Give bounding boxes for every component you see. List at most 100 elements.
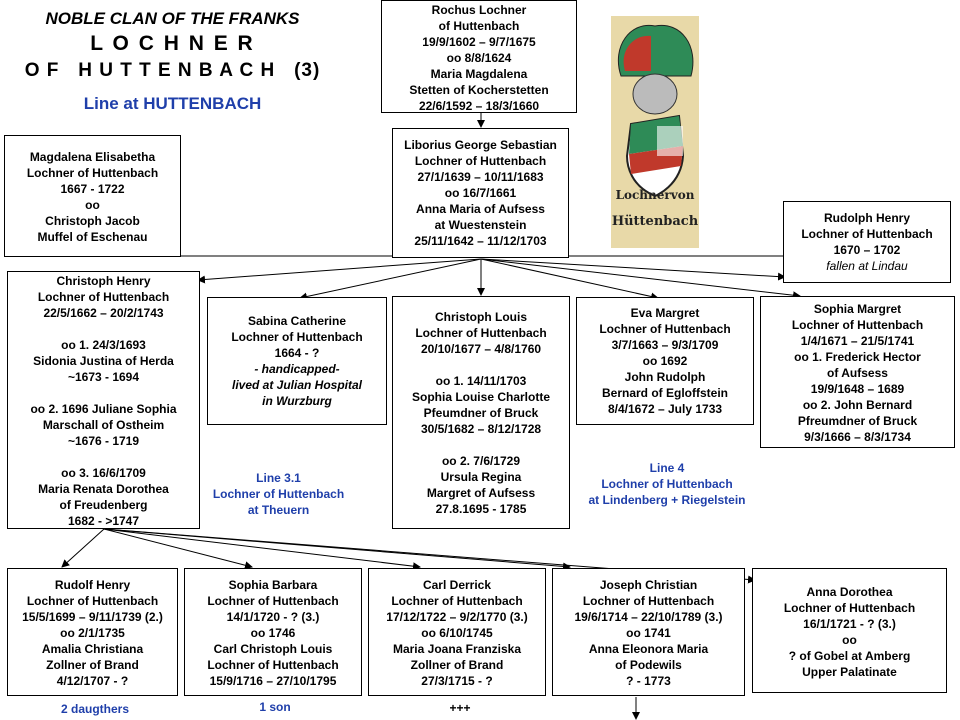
rochus-line: Rochus Lochner [431, 3, 527, 17]
magdalena-line: Magdalena Elisabetha [29, 150, 156, 164]
joseph-line: Anna Eleonora Maria [588, 642, 709, 656]
joseph-line: oo 1741 [626, 626, 671, 640]
note-line-4-text: Line 4 [649, 461, 685, 475]
person-sabina: Sabina Catherine Lochner of Huttenbach 1… [207, 297, 387, 425]
carl-line: Lochner of Huttenbach [391, 594, 523, 608]
sabina-line: Lochner of Huttenbach [231, 330, 363, 344]
carl-line: 17/12/1722 – 9/2/1770 (3.) [386, 610, 528, 624]
sabina-line: 1664 - ? [274, 346, 320, 360]
eva-line: Bernard of Egloffstein [601, 386, 728, 400]
joseph-line: 19/6/1714 – 22/10/1789 (3.) [574, 610, 723, 624]
liborius-line: 25/11/1642 – 11/12/1703 [414, 234, 547, 248]
header-line1: NOBLE CLAN OF THE FRANKS [45, 9, 300, 28]
rudolph-line: Lochner of Huttenbach [801, 227, 933, 241]
carl-line: Maria Joana Franziska [392, 642, 522, 656]
liborius-line: Lochner of Huttenbach [414, 154, 547, 168]
sophia-margret-line: 19/9/1648 – 1689 [810, 382, 905, 396]
arrow-to-sabina [299, 258, 482, 301]
crest-text-2: Hüttenbach [611, 214, 699, 229]
person-rudolph: Rudolph Henry Lochner of Huttenbach 1670… [783, 201, 951, 283]
rudolf-henry-line: Lochner of Huttenbach [26, 594, 159, 608]
rochus-line: of Huttenbach [438, 19, 520, 33]
arrow-to-christoph-henry [197, 258, 482, 284]
christoph-henry-line: Lochner of Huttenbach [37, 290, 170, 304]
person-sophia-margret: Sophia Margret Lochner of Huttenbach 1/4… [760, 296, 955, 448]
person-rochus: Rochus Lochner of Huttenbach 19/9/1602 –… [381, 0, 577, 113]
note-son: 1 son [259, 700, 291, 714]
joseph-line: Lochner of Huttenbach [582, 594, 715, 608]
christoph-louis-line: Lochner of Huttenbach [415, 326, 547, 340]
note-line-3-1-text: Line 3.1 [256, 471, 301, 485]
christoph-louis-line: Margret of Aufsess [426, 486, 536, 500]
eva-line: Lochner of Huttenbach [599, 322, 731, 336]
eva-line: 8/4/1672 – July 1733 [607, 402, 723, 416]
person-anna: Anna Dorothea Lochner of Huttenbach 16/1… [752, 568, 947, 693]
sophia-margret-line: of Aufsess [827, 366, 888, 380]
anna-line: oo [842, 633, 857, 647]
arrow-to-eva [480, 258, 659, 301]
eva-line: oo 1692 [642, 354, 688, 368]
person-magdalena: Magdalena Elisabetha Lochner of Huttenba… [4, 135, 181, 257]
anna-line: 16/1/1721 - ? (3.) [803, 617, 896, 631]
sophia-barbara-line: 14/1/1720 - ? (3.) [226, 610, 320, 624]
header-title: NOBLE CLAN OF THE FRANKS L O C H N E R O… [0, 8, 345, 84]
sophia-margret-line: 9/3/1666 – 8/3/1734 [804, 430, 911, 444]
arrow-to-rudolf-henry [61, 528, 105, 568]
person-sophia-barbara: Sophia Barbara Lochner of Huttenbach 14/… [184, 568, 362, 696]
christoph-louis-line: Ursula Regina [440, 470, 522, 484]
sophia-barbara-line: Carl Christoph Louis [213, 642, 333, 656]
arrow-to-rudolph [480, 258, 786, 281]
person-joseph: Joseph Christian Lochner of Huttenbach 1… [552, 568, 745, 696]
christoph-henry-line: ~1673 - 1694 [67, 370, 140, 384]
person-liborius: Liborius George Sebastian Lochner of Hut… [392, 128, 569, 258]
christoph-louis-line: Christoph Louis [435, 310, 527, 324]
rudolf-henry-line: 4/12/1707 - ? [56, 674, 129, 688]
header-line2: L O C H N E R [90, 32, 255, 55]
christoph-henry-line: ~1676 - 1719 [67, 434, 140, 448]
note-line-3-1-text: Lochner of Huttenbach [212, 487, 345, 501]
carl-line: oo 6/10/1745 [421, 626, 493, 640]
liborius-line: oo 16/7/1661 [444, 186, 517, 200]
sophia-barbara-line: Lochner of Huttenbach [207, 594, 339, 608]
note-line-3-1-text: at Theuern [247, 503, 310, 517]
sabina-note: - handicapped- [254, 362, 340, 376]
anna-line: Anna Dorothea [806, 585, 893, 599]
anna-line: Upper Palatinate [802, 665, 897, 679]
sophia-margret-line: Pfreumdner of Bruck [797, 414, 918, 428]
sophia-margret-line: oo 2. John Bernard [802, 398, 913, 412]
liborius-line: Liborius George Sebastian [404, 138, 557, 152]
anna-line: Lochner of Huttenbach [783, 601, 916, 615]
christoph-louis-line: Sophia Louise Charlotte [411, 390, 550, 404]
arrow-to-sophia-barbara [103, 528, 253, 570]
christoph-louis-line: 30/5/1682 – 8/12/1728 [420, 422, 542, 436]
christoph-henry-line: Marschall of Ostheim [42, 418, 165, 432]
note-line-4-text: at Lindenberg + Riegelstein [588, 493, 746, 507]
sabina-note: in Wurzburg [262, 394, 332, 408]
christoph-henry-line: oo 2. 1696 Juliane Sophia [30, 402, 177, 416]
note-line-4-text: Lochner of Huttenbach [601, 477, 733, 491]
sophia-margret-line: 1/4/1671 – 21/5/1741 [800, 334, 915, 348]
carl-line: 27/3/1715 - ? [421, 674, 493, 688]
sabina-line: Sabina Catherine [247, 314, 347, 328]
christoph-louis-line: Pfeumdner of Bruck [423, 406, 539, 420]
person-eva: Eva Margret Lochner of Huttenbach 3/7/16… [576, 297, 754, 425]
liborius-line: 27/1/1639 – 10/11/1683 [417, 170, 544, 184]
christoph-henry-line: Maria Renata Dorothea [38, 482, 169, 496]
rochus-line: Maria Magdalena [430, 67, 528, 81]
note-daughters: 2 daugthers [60, 702, 129, 716]
joseph-line: of Podewils [615, 658, 682, 672]
liborius-line: Anna Maria of Aufsess [416, 202, 545, 216]
christoph-louis-line: oo 1. 14/11/1703 [435, 374, 527, 388]
magdalena-line: Muffel of Eschenau [37, 230, 148, 244]
person-carl: Carl Derrick Lochner of Huttenbach 17/12… [368, 568, 546, 696]
sophia-barbara-line: Lochner of Huttenbach [207, 658, 339, 672]
note-plus: +++ [449, 701, 471, 715]
magdalena-line: oo [85, 198, 100, 212]
rochus-line: 19/9/1602 – 9/7/1675 [422, 35, 536, 49]
christoph-henry-line: 22/5/1662 – 20/2/1743 [43, 306, 164, 320]
christoph-henry-line: 1682 - >1747 [67, 514, 140, 528]
joseph-line: ? - 1773 [626, 674, 671, 688]
crest-icon [617, 24, 694, 198]
liborius-line: at Wuestenstein [434, 218, 527, 232]
rudolf-henry-line: Amalia Christiana [41, 642, 144, 656]
